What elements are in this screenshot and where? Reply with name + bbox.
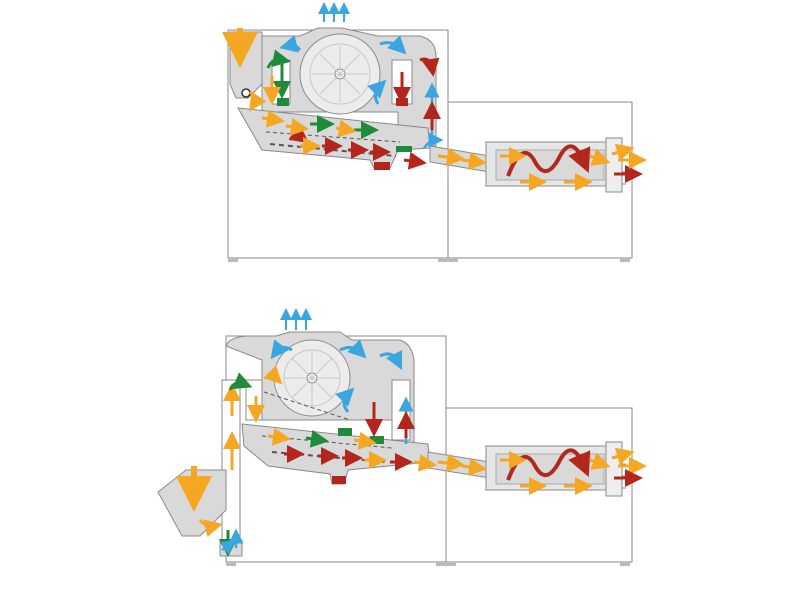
light-outlet <box>396 146 412 152</box>
product-flow <box>437 454 465 472</box>
product-outlet-flow <box>611 447 635 466</box>
foot <box>436 562 456 566</box>
air-flow <box>367 79 387 105</box>
product-flow <box>461 457 487 476</box>
foot <box>620 258 630 262</box>
heavy-outlet <box>332 476 346 484</box>
product-flow <box>198 519 223 537</box>
transfer-channel <box>427 451 491 479</box>
deflector-line <box>263 391 351 421</box>
product-outlet-flow <box>611 143 635 162</box>
heavy-fraction-flow <box>403 151 427 170</box>
air-flow <box>219 539 236 555</box>
product-flow <box>285 117 309 136</box>
air-flow <box>335 387 355 413</box>
diagram-bottom <box>157 308 647 566</box>
product-flow <box>335 119 357 138</box>
light-outlet <box>277 98 289 106</box>
product-flow <box>437 148 465 166</box>
light-outlet <box>338 428 352 436</box>
diagram-top <box>222 2 647 262</box>
air-flow <box>379 349 403 371</box>
rotary-valve-icon <box>241 88 251 98</box>
product-flow <box>413 453 437 472</box>
foot <box>226 562 236 566</box>
light-fraction-flow <box>228 372 253 391</box>
heavy-fraction-flow <box>419 57 440 77</box>
sieve-deck <box>265 131 401 143</box>
air-flow <box>270 339 293 360</box>
transfer-channel <box>429 145 491 173</box>
exhaust-air-icon <box>318 2 350 22</box>
air-flow <box>423 132 444 149</box>
foot <box>620 562 630 566</box>
foot <box>228 258 238 262</box>
air-flow <box>379 35 407 55</box>
product-flow <box>261 109 285 128</box>
product-flow <box>461 151 487 170</box>
heavy-outlet <box>374 162 390 170</box>
light-outlet <box>370 436 384 444</box>
air-flow <box>339 339 367 359</box>
settling-channel <box>245 379 263 421</box>
fan-icon <box>299 33 381 115</box>
product-flow <box>267 427 291 446</box>
product-flow <box>249 90 267 112</box>
exhaust-air-icon <box>280 308 312 330</box>
light-fraction-flow <box>305 429 329 448</box>
fan-icon <box>273 339 351 417</box>
product-flow <box>589 148 611 166</box>
product-flow <box>353 431 377 450</box>
air-flow <box>279 35 302 53</box>
feed-hopper <box>229 31 263 99</box>
heavy-outlet <box>396 98 408 106</box>
light-fraction-flow <box>266 49 291 69</box>
product-flow <box>263 365 283 385</box>
product-flow <box>589 452 611 470</box>
foot <box>438 258 458 262</box>
